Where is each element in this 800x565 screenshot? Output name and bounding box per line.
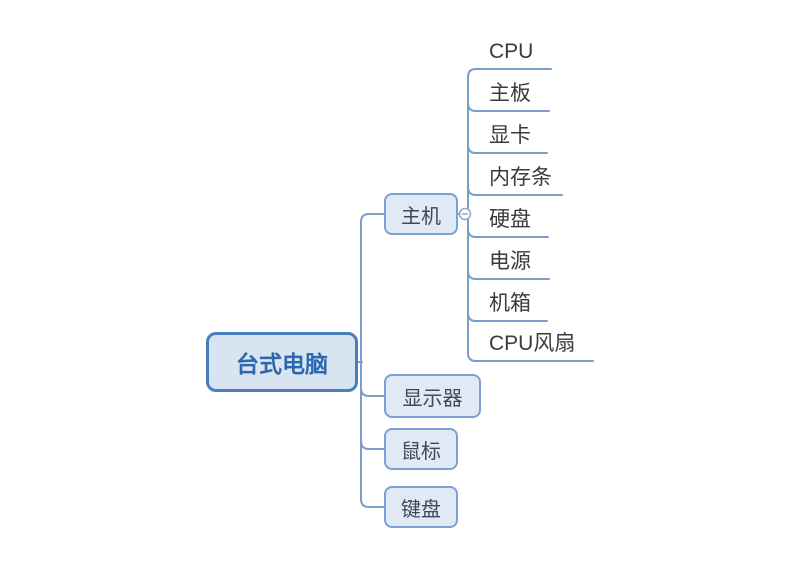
collapse-toggle-icon[interactable] — [458, 207, 472, 221]
connector-leaf-memory — [467, 186, 563, 196]
connector-leaf-case — [467, 312, 548, 322]
subtopic-graphics-card[interactable]: 显卡 — [489, 124, 531, 147]
topic-monitor[interactable]: 显示器 — [384, 374, 481, 418]
subtopic-power-supply[interactable]: 电源 — [489, 250, 531, 273]
subtopic-case[interactable]: 机箱 — [489, 292, 531, 315]
topic-desktop-computer[interactable]: 台式电脑 — [206, 332, 358, 392]
connector-topic-monitor — [360, 387, 385, 397]
topic-host[interactable]: 主机 — [384, 193, 458, 235]
topic-mouse[interactable]: 鼠标 — [384, 428, 458, 470]
subtopic-cpu[interactable]: CPU — [489, 40, 534, 63]
subtopic-hard-drive[interactable]: 硬盘 — [489, 208, 531, 231]
connector-leaf-graphics-card — [467, 144, 548, 154]
subtopic-cpu-fan[interactable]: CPU风扇 — [489, 332, 576, 355]
connector-leaf-hard-drive — [467, 228, 549, 238]
connector-topic-mouse — [360, 440, 385, 450]
connector-leaf-power-supply — [467, 270, 550, 280]
subtopic-memory[interactable]: 内存条 — [489, 166, 552, 189]
subtopic-motherboard[interactable]: 主板 — [489, 82, 531, 105]
connector-main-trunk — [360, 213, 385, 508]
topic-keyboard[interactable]: 键盘 — [384, 486, 458, 528]
connector-leaf-motherboard — [467, 102, 550, 112]
